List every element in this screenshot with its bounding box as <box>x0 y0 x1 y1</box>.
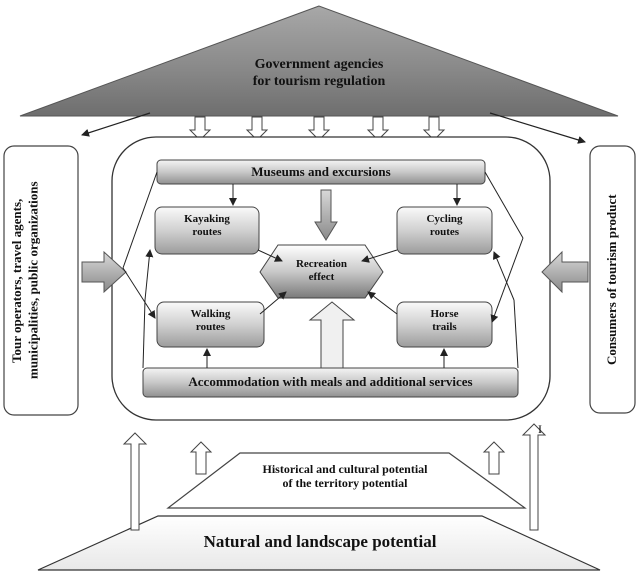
kayaking-label: Kayaking routes <box>155 213 259 239</box>
natural-base-triangle <box>37 515 601 571</box>
cycling-line-1: Cycling <box>426 213 463 225</box>
cycling-label: Cycling routes <box>397 213 492 239</box>
left-panel-line-2: municipalities, public organizations <box>25 181 41 380</box>
recreation-line-2: effect <box>308 271 335 284</box>
roof-line-2: for tourism regulation <box>252 73 386 89</box>
right-panel-box <box>589 145 636 414</box>
walking-line-2: routes <box>195 321 226 334</box>
museums-label: Museums and excursions <box>251 164 391 179</box>
cycling-line-2: routes <box>429 226 460 239</box>
roof-arrow-left <box>81 112 151 137</box>
roof-line-1: Government agencies <box>254 57 384 72</box>
marker-label: I <box>538 422 542 436</box>
walking-box <box>156 301 265 348</box>
historical-line-2: of the territory potential <box>282 476 408 491</box>
recreation-label: Recreation effect <box>275 258 368 284</box>
kayaking-line-2: routes <box>192 226 222 239</box>
internal-connectors <box>122 171 524 369</box>
left-panel-box <box>3 145 79 416</box>
right-fat-arrow <box>541 250 589 294</box>
accommodation-label: Accommodation with meals and additional … <box>188 374 473 389</box>
recreation-hexagon <box>259 244 384 299</box>
museums-down-arrow <box>314 189 338 241</box>
roof-label: Government agencies for tourism regulati… <box>210 57 428 91</box>
recreation-line-1: Recreation <box>295 258 348 270</box>
accommodation-up-arrow <box>308 301 356 369</box>
horse-label: Horse trails <box>397 308 492 334</box>
horse-box <box>396 301 493 348</box>
horse-line-2: trails <box>432 321 457 334</box>
horse-line-1: Horse <box>430 308 459 320</box>
kayaking-box <box>154 206 260 255</box>
government-roof-triangle <box>19 5 619 117</box>
historical-trapezoid <box>166 452 527 509</box>
historical-label: Historical and cultural potential of the… <box>210 462 480 491</box>
roof-down-arrows <box>188 116 446 141</box>
cycling-box <box>396 206 493 255</box>
walking-label: Walking routes <box>157 308 264 334</box>
kayaking-line-1: Kayaking <box>184 213 230 225</box>
roof-arrow-right <box>489 112 586 144</box>
walking-line-1: Walking <box>190 308 231 320</box>
left-fat-arrow <box>81 250 127 294</box>
historical-line-1: Historical and cultural potential <box>262 462 428 476</box>
right-panel-label: Consumers of tourism product <box>604 194 619 365</box>
natural-label: Natural and landscape potential <box>203 532 437 551</box>
left-panel-line-1: Tour operators, travel agents, <box>9 198 24 363</box>
left-panel-label: Tour operators, travel agents, municipal… <box>9 149 73 412</box>
bottom-up-arrows <box>122 423 547 531</box>
